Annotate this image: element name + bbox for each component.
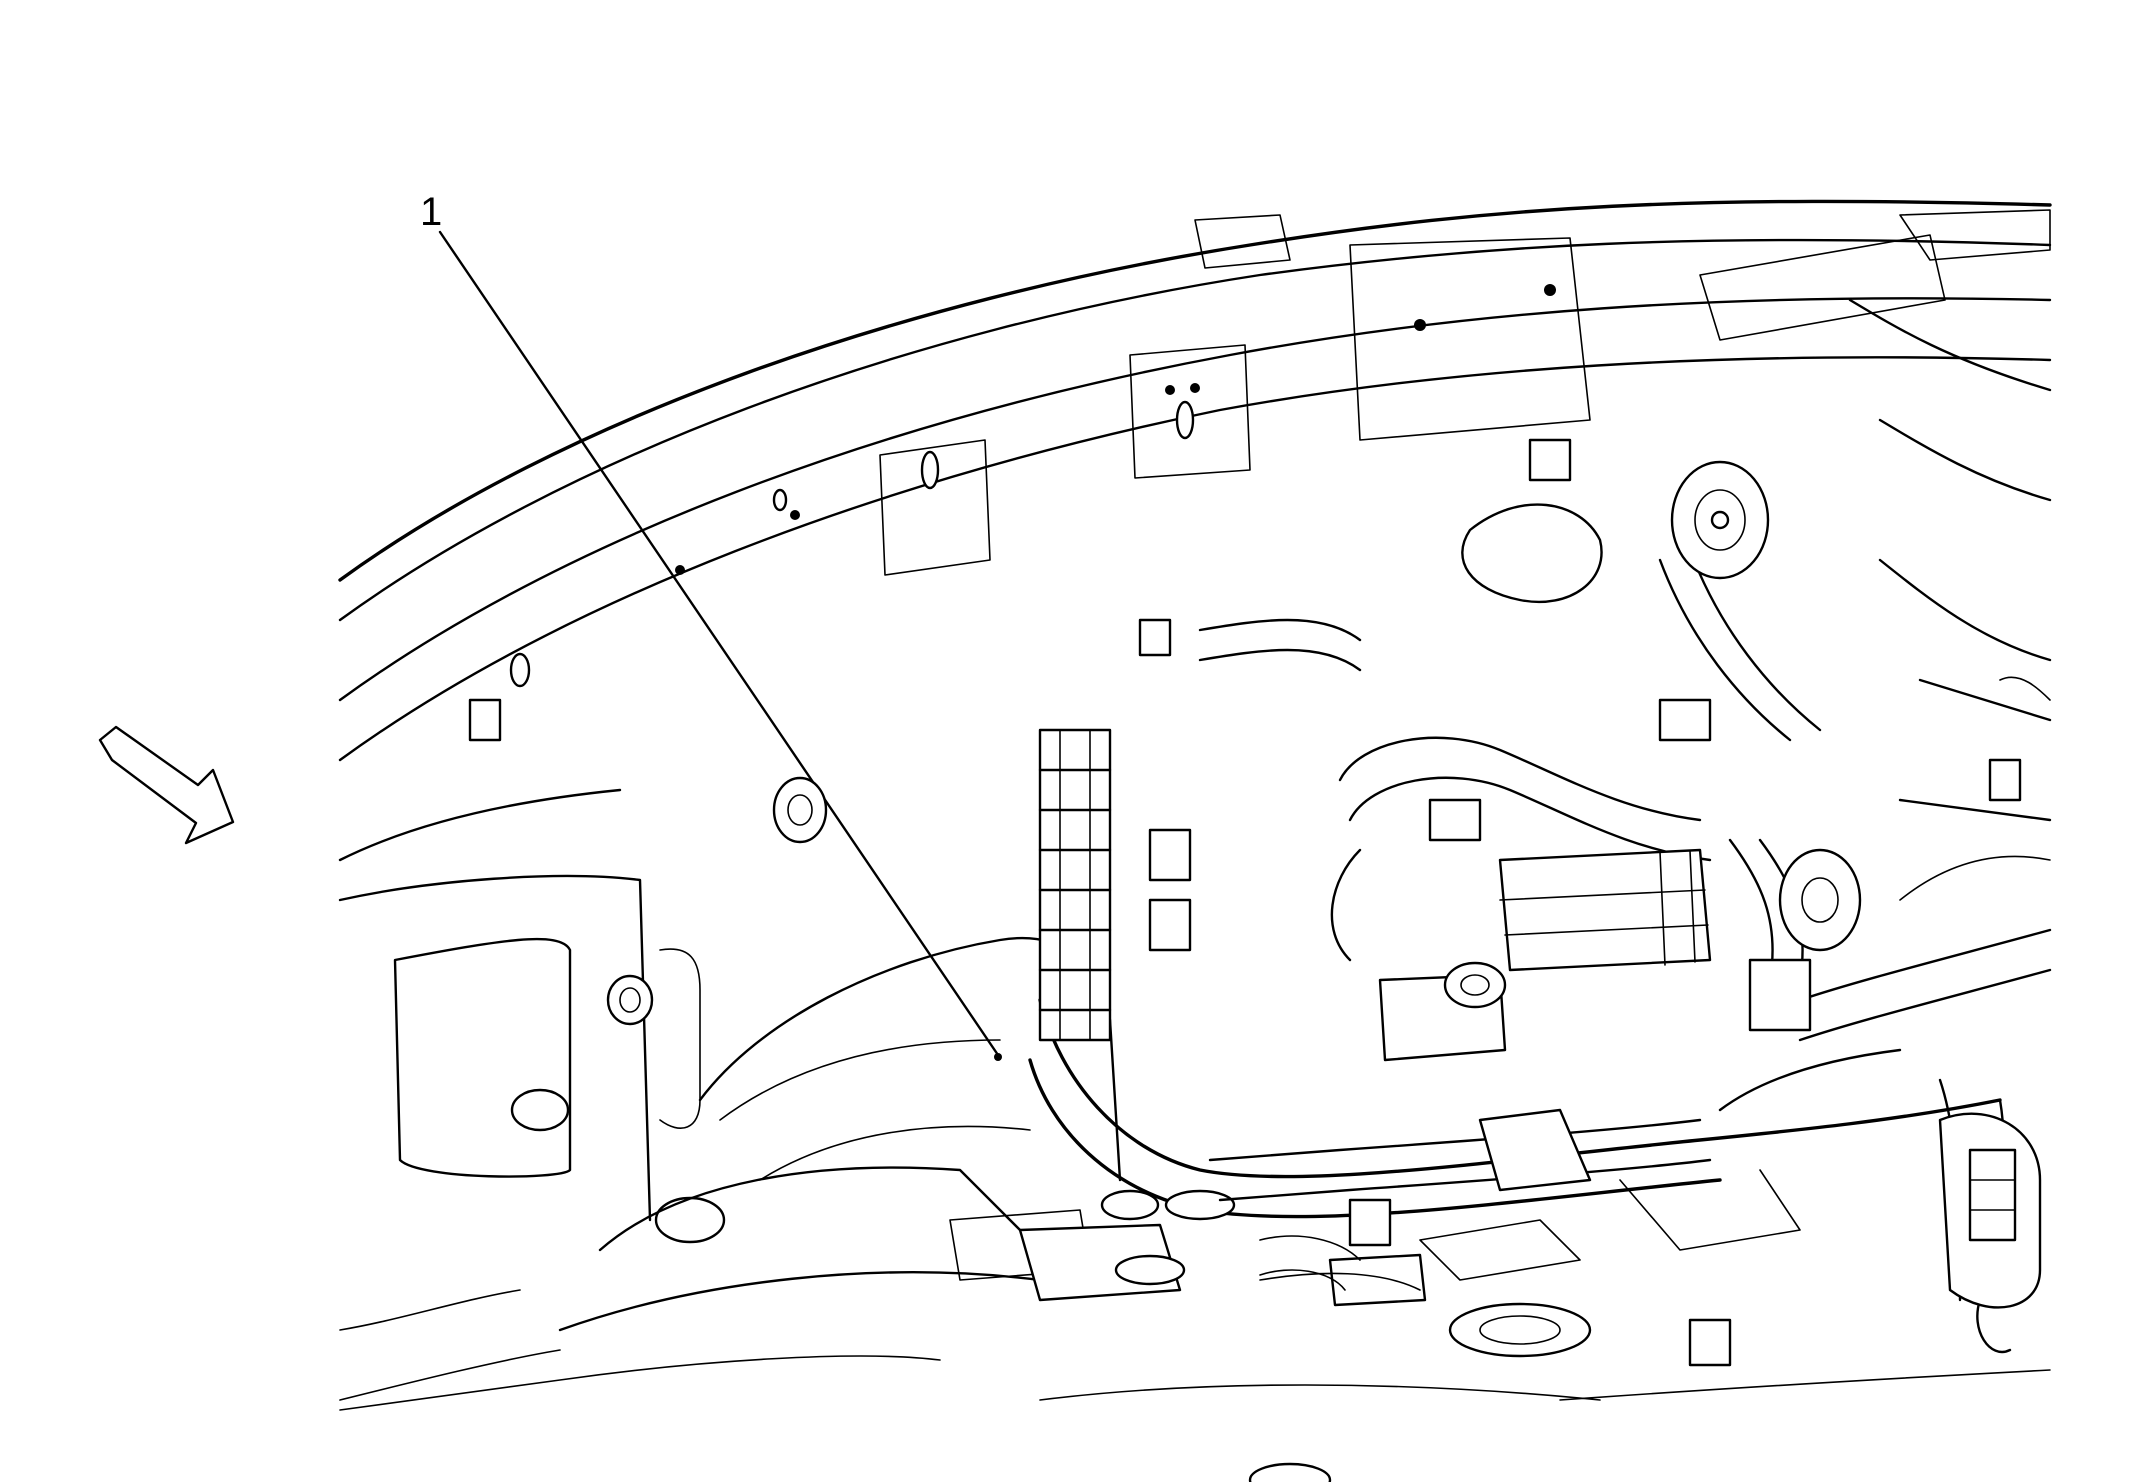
upper-cross-rail bbox=[338, 199, 2052, 762]
floor-tunnel bbox=[558, 936, 1182, 1332]
view-direction-arrow-icon bbox=[98, 725, 235, 845]
harness-connectors bbox=[468, 438, 1812, 1062]
callout-1-leader bbox=[438, 230, 1002, 1061]
body-grommets bbox=[772, 460, 1862, 1482]
connector-block-column bbox=[1038, 728, 1192, 1042]
rear-cross-member bbox=[1208, 1048, 1902, 1367]
left-side-panel bbox=[338, 788, 726, 1401]
callout-label-1: 1 bbox=[420, 190, 443, 234]
right-side-panel bbox=[1848, 298, 2052, 1309]
floor-edge bbox=[339, 1219, 2051, 1411]
